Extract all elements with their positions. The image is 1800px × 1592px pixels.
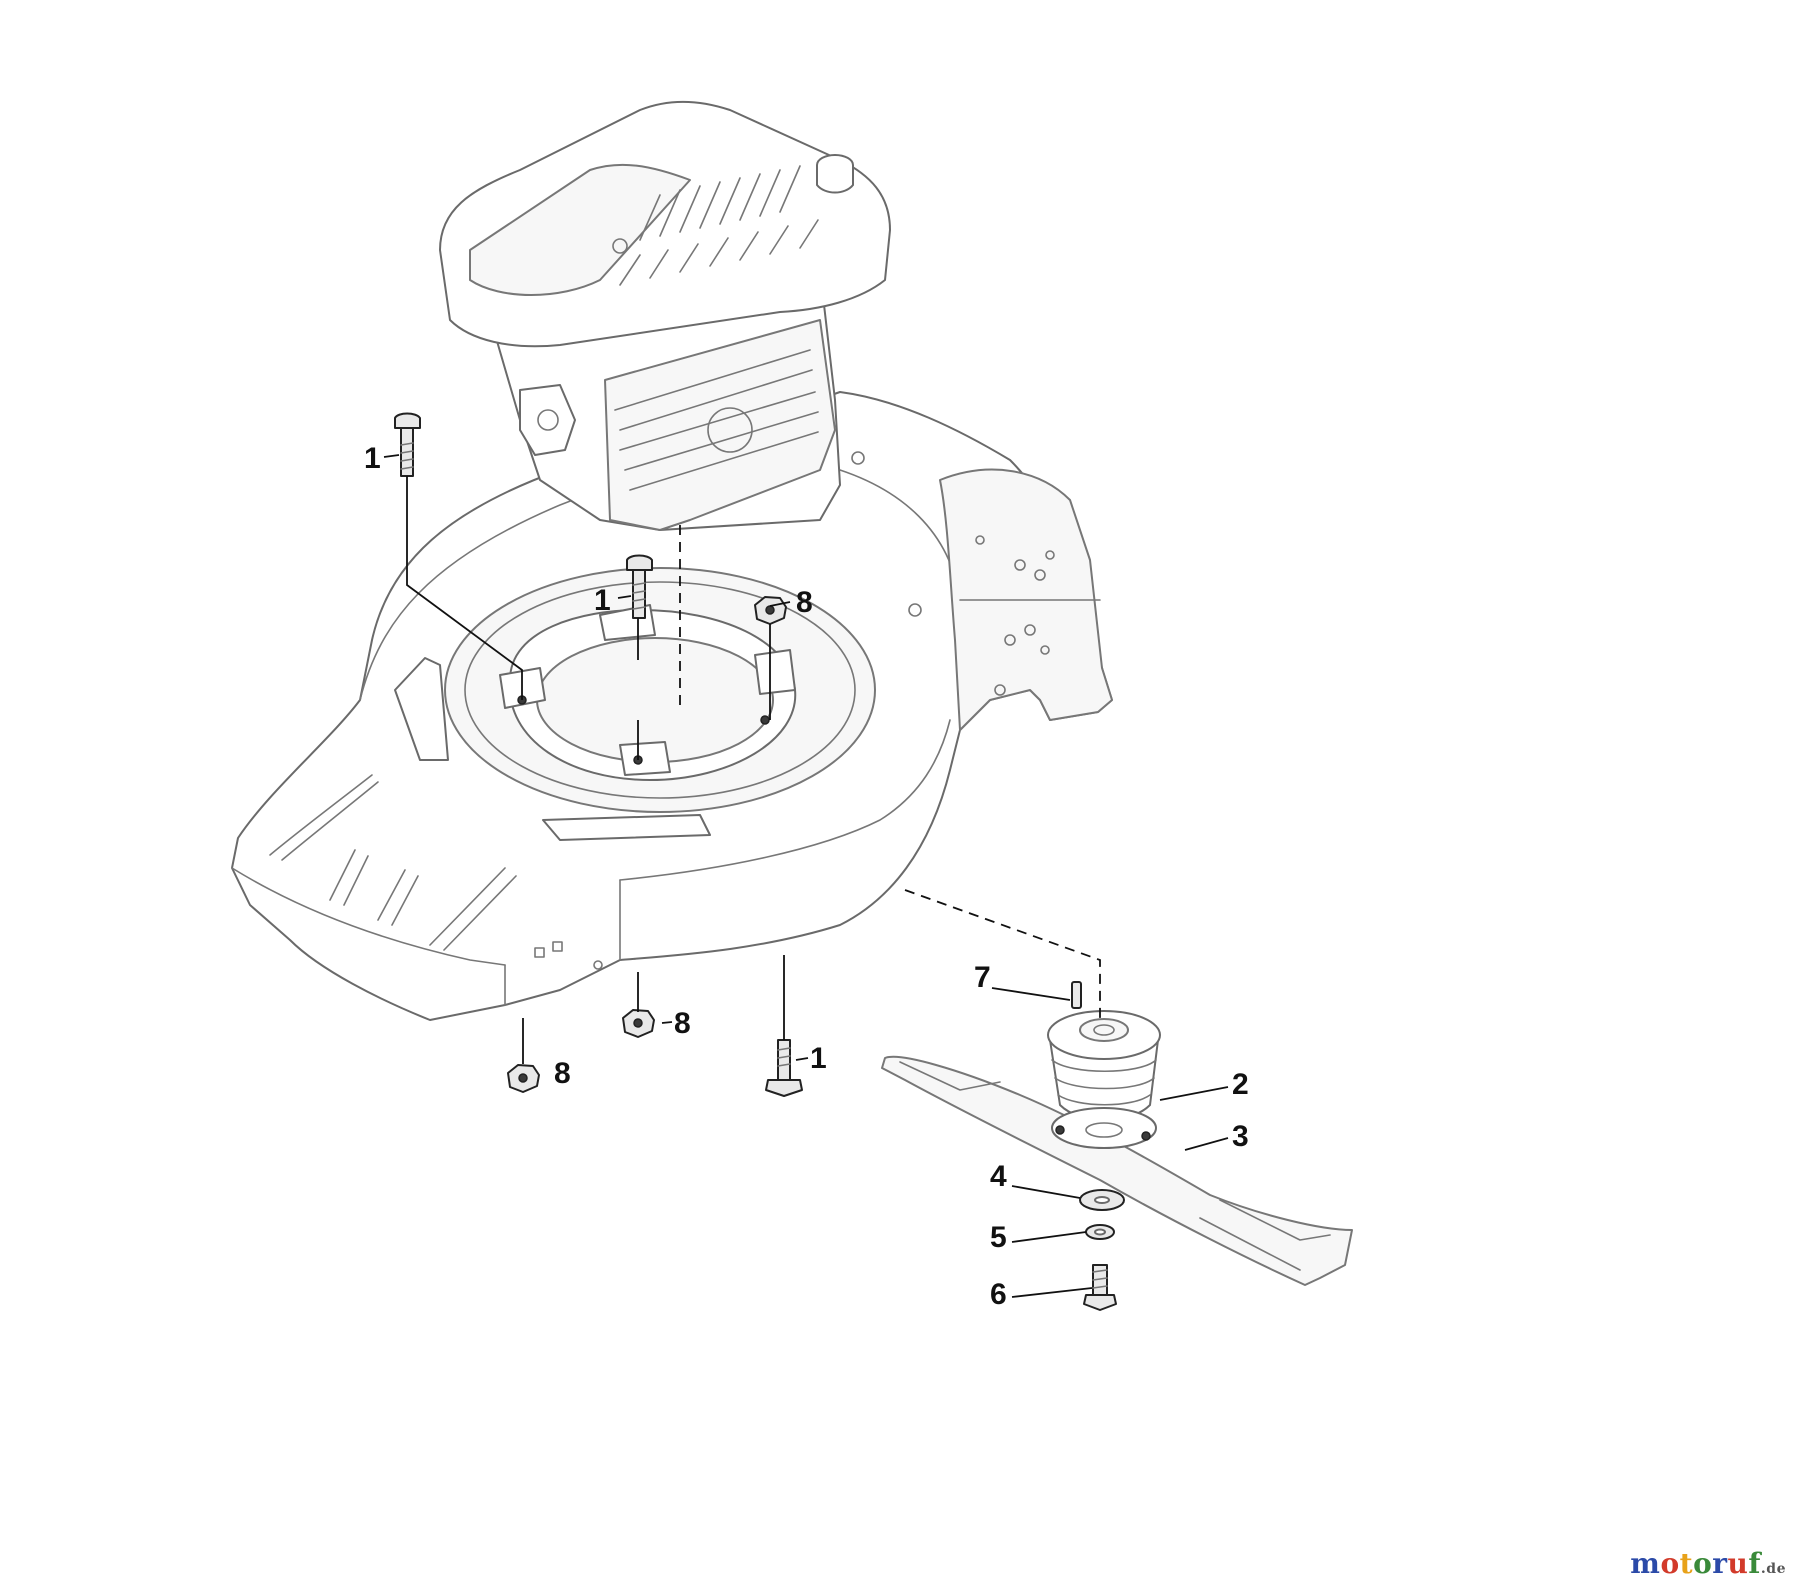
watermark-letter: o — [1660, 1547, 1680, 1580]
watermark-letter: f — [1748, 1547, 1761, 1580]
callout-7: 7 — [974, 961, 991, 994]
nut-rear-left — [507, 1064, 540, 1093]
callout-8-left: 8 — [554, 1057, 571, 1090]
watermark-letter: o — [1693, 1547, 1713, 1580]
watermark-letter: r — [1712, 1547, 1728, 1580]
watermark-letter: u — [1727, 1547, 1749, 1580]
engine — [439, 100, 891, 531]
callout-1-center: 1 — [594, 584, 611, 617]
callout-6: 6 — [990, 1278, 1007, 1311]
bolt-bottom — [765, 1039, 803, 1097]
callout-1-bottom: 1 — [810, 1042, 827, 1075]
key — [1071, 981, 1082, 1009]
callout-4: 4 — [990, 1160, 1007, 1193]
blade-assembly — [881, 981, 1353, 1311]
callout-3: 3 — [1232, 1120, 1249, 1153]
watermark-logo: motoruf.de — [1630, 1547, 1786, 1580]
leader-lines — [383, 454, 1229, 1298]
watermark-letter: m — [1630, 1547, 1661, 1580]
callout-8-top: 8 — [796, 586, 813, 619]
blade-bolt — [1083, 1264, 1117, 1311]
mower-deck — [231, 391, 1113, 1021]
watermark-suffix: .de — [1760, 1561, 1786, 1577]
shroud-ribs — [619, 165, 819, 286]
callout-5: 5 — [990, 1221, 1007, 1254]
nut-top-right — [754, 596, 787, 625]
blade — [881, 1055, 1353, 1286]
watermark-letter: t — [1679, 1547, 1694, 1580]
bolt-center — [626, 554, 653, 619]
blade-adapter — [1047, 1010, 1161, 1149]
callout-2: 2 — [1232, 1068, 1249, 1101]
nut-rear-center — [622, 1009, 655, 1038]
callout-1-left: 1 — [364, 442, 381, 475]
callout-8-center: 8 — [674, 1007, 691, 1040]
callout-labels: 1 1 8 8 8 1 7 2 3 4 5 6 — [364, 442, 1249, 1311]
bolt-left-top — [394, 412, 421, 477]
